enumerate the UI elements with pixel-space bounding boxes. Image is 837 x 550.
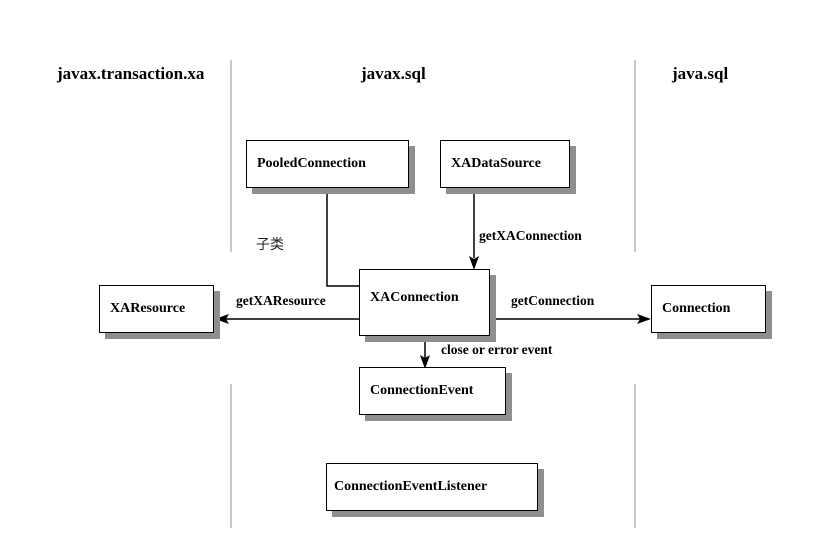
package-title-javax-sql: javax.sql <box>361 64 426 83</box>
get-xa-resource-arrowhead <box>215 314 229 324</box>
subclass-connector <box>326 188 360 287</box>
subclass-label: 子类 <box>256 237 284 253</box>
get-xa-connection-arrowhead <box>469 256 479 270</box>
connection-box: Connection <box>651 285 766 333</box>
connection-event-box: ConnectionEvent <box>359 367 506 415</box>
package-title-java-sql: java.sql <box>672 64 729 83</box>
get-connection-arrowhead <box>637 314 651 324</box>
get-xa-resource-label: getXAResource <box>236 293 326 308</box>
get-connection-label: getConnection <box>511 293 595 308</box>
package-title-javax-transaction-xa: javax.transaction.xa <box>57 64 205 83</box>
close-or-error-event-arrowhead <box>420 355 430 369</box>
connection-event-listener-box: ConnectionEventListener <box>326 463 538 511</box>
get-xa-connection-label: getXAConnection <box>479 228 582 243</box>
xa-resource-box: XAResource <box>99 285 214 333</box>
xa-datasource-box: XADataSource <box>440 140 570 188</box>
close-or-error-event-label: close or error event <box>441 342 553 357</box>
pooled-connection-box: PooledConnection <box>246 140 409 188</box>
xa-connection-box: XAConnection <box>359 269 490 336</box>
